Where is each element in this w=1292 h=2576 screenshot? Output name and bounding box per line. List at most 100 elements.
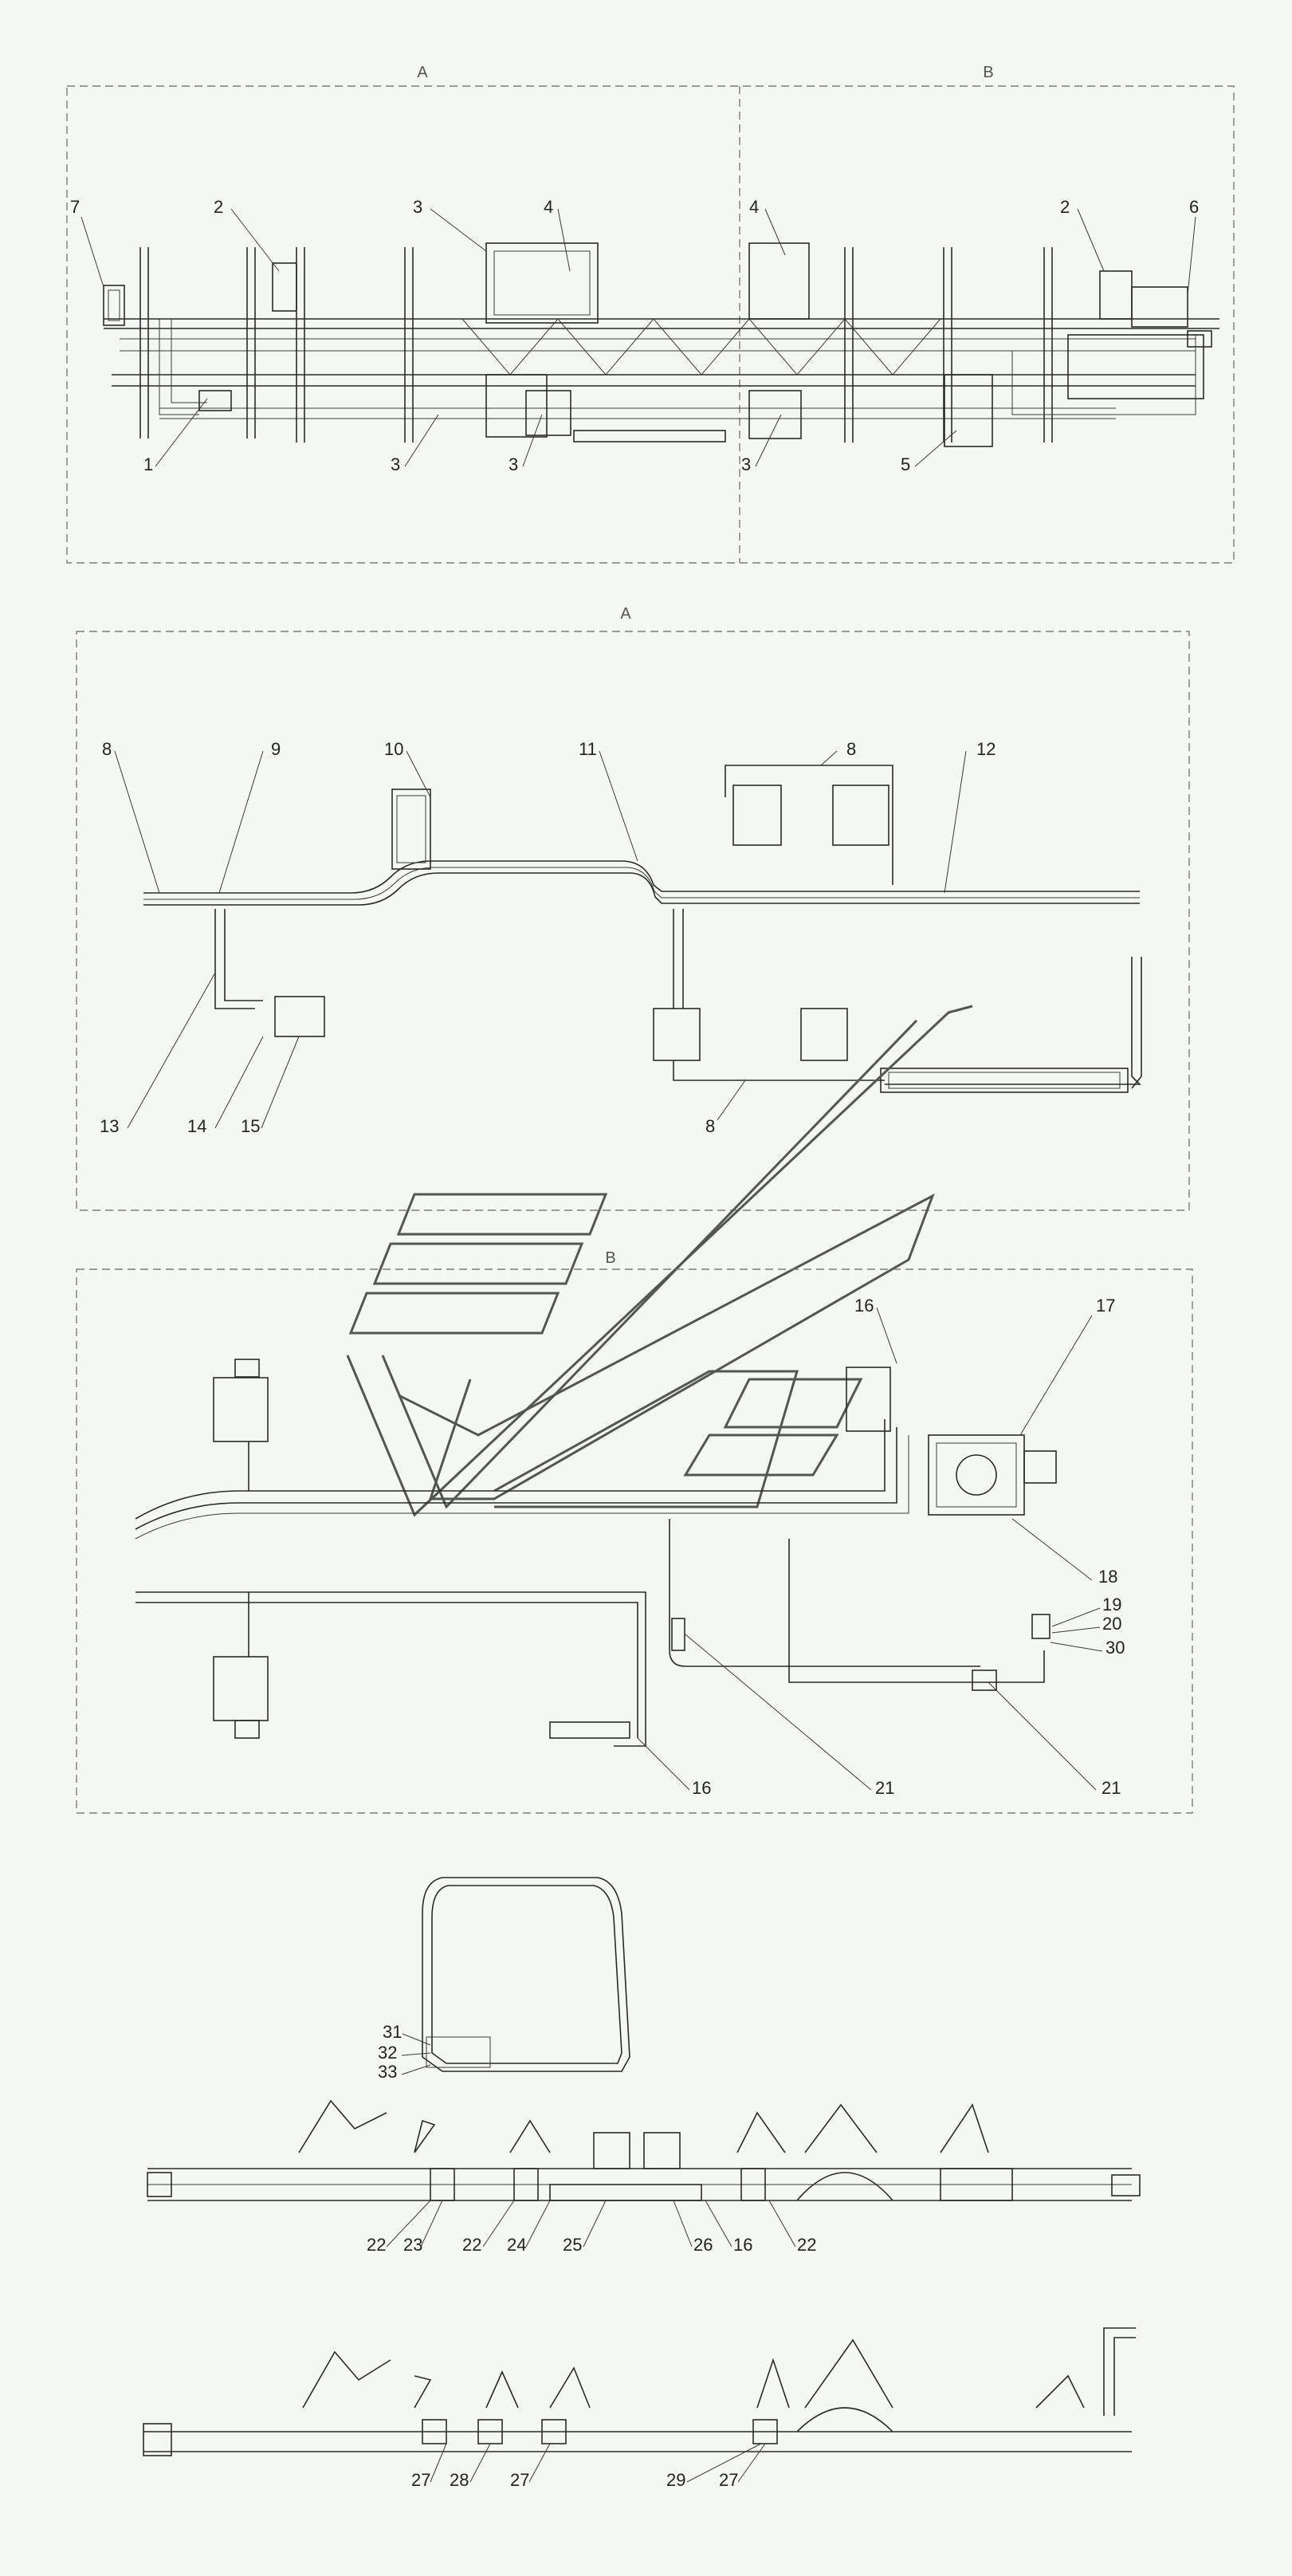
leader-line-c2b [1077,208,1105,272]
callout-label-c8a: 8 [102,739,112,759]
callout-label-c27b: 27 [510,2470,529,2490]
leader-line-c33 [401,2064,431,2075]
callout-label-c8b: 8 [846,739,856,759]
watermark-logo [346,1005,973,1517]
leader-line-c2a [230,208,280,272]
leader-line-c13 [127,972,216,1129]
leader-line-c8a [114,750,160,894]
drop-to-box-15 [214,909,325,1037]
leader-line-c7 [81,216,104,288]
seat-1 [298,2099,387,2153]
callout-label-c25: 25 [563,2235,582,2255]
leader-line-c22a [386,2200,431,2248]
callout-label-c24: 24 [507,2235,526,2255]
callout-label-c15: 15 [241,1116,260,1136]
section-label-b: B [605,1249,615,1267]
leader-line-c26 [673,2200,693,2248]
tank-assemblies-a [653,765,1129,1093]
leader-line-c22c [768,2200,796,2248]
callout-label-c17: 17 [1096,1296,1115,1316]
leader-line-c1 [155,398,208,467]
callout-label-c14: 14 [187,1116,206,1136]
leader-line-c3c [522,414,543,467]
callout-label-c3c: 3 [509,454,518,474]
callout-label-c16b: 16 [692,1778,711,1798]
callout-label-c9: 9 [271,739,281,759]
callout-label-c2a: 2 [214,197,223,217]
leader-line-c3d [755,414,782,467]
leader-line-c6 [1187,216,1196,296]
callout-label-c27c: 27 [719,2470,738,2490]
leader-line-c12 [944,750,967,894]
callout-label-c33: 33 [378,2062,397,2082]
leader-line-c32 [401,2052,431,2056]
section-label-a: A [620,605,631,623]
tanks-b [213,1359,891,1739]
callout-label-c31: 31 [383,2022,402,2042]
panel-section-b: B [76,1249,1193,1814]
leader-line-c15 [261,1036,300,1129]
leader-line-c23 [420,2200,443,2248]
callout-label-c12: 12 [976,739,996,759]
leader-line-c4b [764,208,786,256]
callout-label-c32: 32 [378,2043,397,2063]
leader-line-c27c [737,2443,766,2483]
callout-label-c21b: 21 [1102,1778,1121,1798]
callout-label-c16c: 16 [733,2235,752,2255]
callout-label-c21a: 21 [875,1778,894,1798]
leader-line-c16b [637,1737,690,1791]
callout-label-c4b: 4 [749,197,759,217]
leader-line-c14 [214,1036,264,1129]
panel-1-border [66,85,1235,564]
main-pipe-run-b [135,1419,1045,1747]
pump-assembly-17 [671,1434,1057,1691]
panel-side-view-2 [143,2327,1136,2456]
callout-label-c10: 10 [384,739,403,759]
callout-label-c26: 26 [693,2235,713,2255]
leader-line-c17 [1019,1315,1093,1436]
leader-line-c21a [685,1634,872,1791]
leader-line-c25 [583,2200,607,2248]
frame-rails [104,247,1219,442]
callout-label-c22b: 22 [462,2235,481,2255]
leader-line-c8c [717,1080,746,1121]
callout-label-c16a: 16 [854,1296,874,1316]
callout-label-c18: 18 [1098,1567,1117,1587]
callout-label-c30: 30 [1105,1638,1125,1658]
callout-label-c3a: 3 [413,197,422,217]
panel-cross-section [422,1877,630,2072]
callout-label-c27a: 27 [411,2470,430,2490]
leader-line-c30 [1050,1642,1103,1652]
leader-line-c8b [820,750,838,766]
leader-line-c10 [406,750,431,798]
piping-runs-panel-1 [159,319,1196,415]
leader-line-c16c [705,2200,732,2248]
tank-10 [391,789,431,870]
callout-label-c4a: 4 [544,197,553,217]
callout-label-c19: 19 [1102,1595,1121,1614]
section-label-b-top: B [983,64,993,81]
leader-line-c19 [1051,1607,1101,1627]
callout-label-c29: 29 [666,2470,685,2490]
callout-label-c23: 23 [403,2235,422,2255]
leader-line-c22b [482,2200,515,2248]
callout-label-c13: 13 [100,1116,119,1136]
leader-line-c4a [557,208,571,272]
leader-line-c3a [430,208,487,252]
callout-label-c8c: 8 [705,1116,715,1136]
leader-line-c24 [525,2200,551,2248]
callout-label-c7: 7 [70,197,80,217]
leader-line-c20 [1051,1626,1101,1634]
leader-line-c11 [599,750,638,862]
panel-3-border [76,1268,1193,1814]
callout-label-c22a: 22 [367,2235,386,2255]
leader-line-c3b [404,414,439,467]
panel-section-a: A [76,605,1190,1211]
leader-line-c9 [218,750,264,894]
leader-line-c27a [430,2443,447,2483]
callout-label-c2b: 2 [1060,197,1070,217]
leader-line-c31 [402,2033,431,2046]
